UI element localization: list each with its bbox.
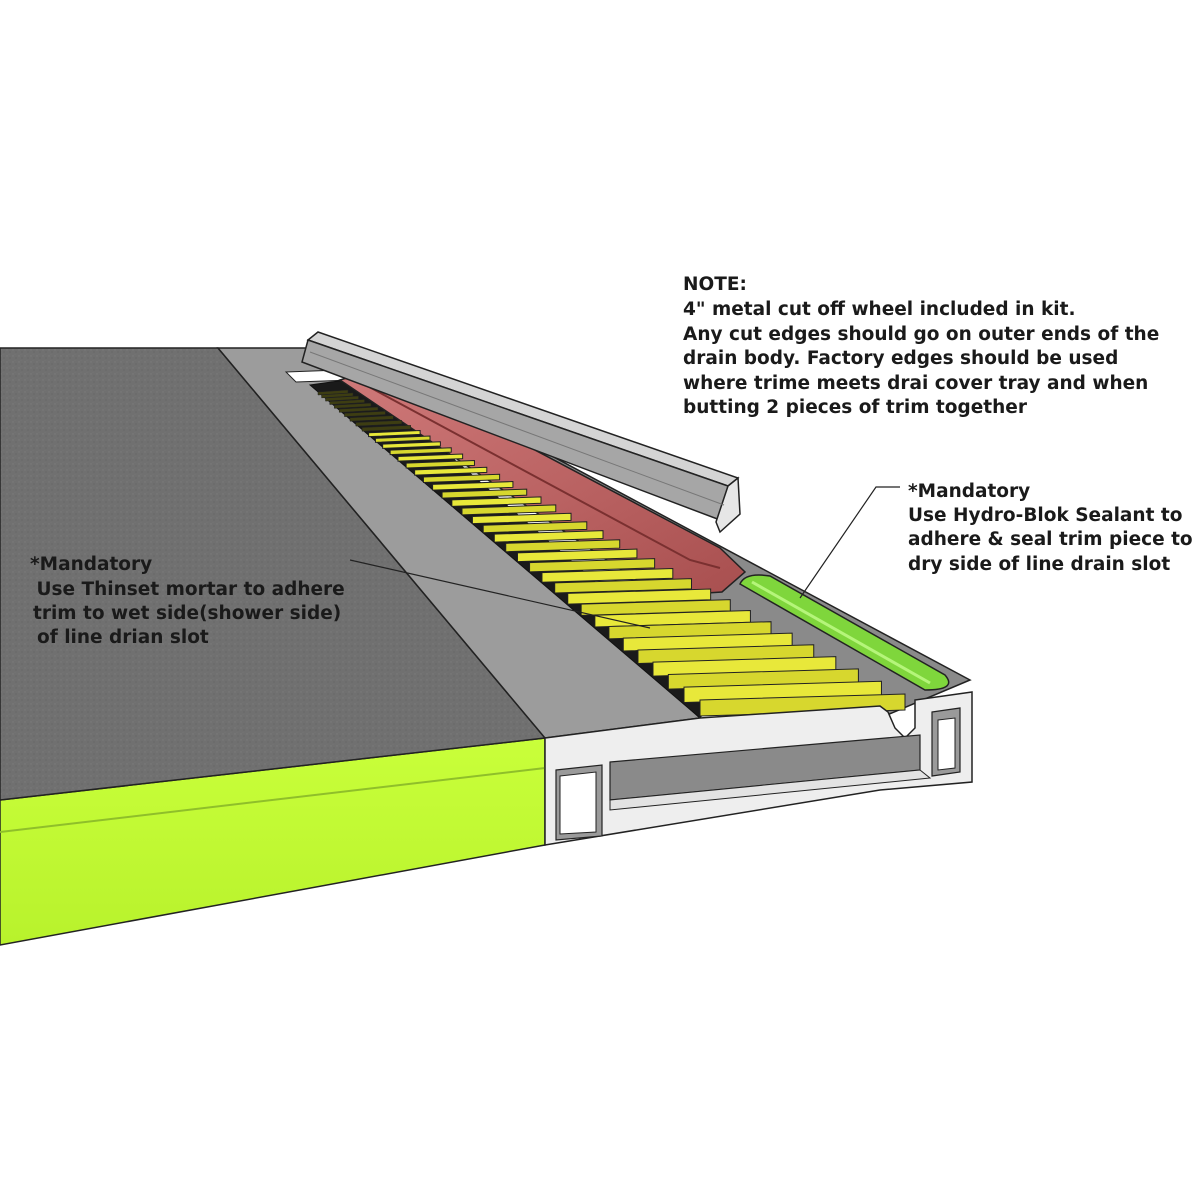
grate-bar (505, 539, 621, 553)
right-callout-line: dry side of line drain slot (908, 554, 1170, 575)
note-line: Any cut edges should go on outer ends of… (683, 324, 1159, 345)
grate-bar (355, 420, 403, 427)
grate-bar (361, 425, 411, 432)
leader-lines (349, 486, 900, 629)
grate-bar (389, 447, 452, 456)
right-callout-line: adhere & seal trim piece to (908, 529, 1193, 550)
right-callout-leader (799, 486, 900, 599)
grate-bar (414, 466, 488, 476)
note-line: drain body. Factory edges should be used (683, 348, 1118, 369)
left-callout-line: trim to wet side(shower side) (33, 603, 341, 624)
left-callout-leader (349, 559, 651, 629)
grate-bar (422, 473, 501, 484)
drain-grate (317, 389, 906, 717)
grate-bar (329, 399, 365, 405)
left-callout-line: of line drian slot (37, 627, 209, 648)
grate-bar (451, 496, 542, 507)
right-callout-line: Use Hydro-Blok Sealant to (908, 505, 1182, 526)
grate-bar (344, 410, 386, 417)
grate-bar (482, 521, 588, 534)
grate-bar (541, 568, 674, 583)
grate-bar (567, 588, 712, 605)
grate-bar (397, 453, 464, 462)
note-block: NOTE: 4" metal cut off wheel included in… (683, 274, 1166, 418)
left-callout-line: Use Thinset mortar to adhere (30, 579, 345, 600)
trim-piece (301, 331, 741, 534)
grate-bar (368, 430, 421, 438)
note-line: 4" metal cut off wheel included in kit. (683, 299, 1076, 320)
grate-bar (338, 406, 379, 413)
grate-bar (374, 435, 431, 443)
grate-bar (461, 504, 557, 516)
drain-profile (544, 691, 973, 846)
note-line: where trime meets drai cover tray and wh… (683, 373, 1148, 394)
thinset-ridge (359, 381, 721, 569)
left-callout-line: *Mandatory (30, 554, 152, 575)
grate-bar (441, 488, 528, 499)
grate-bar (334, 402, 372, 409)
grate-bar (432, 481, 514, 491)
grate-bar (493, 530, 604, 543)
grate-bar (554, 578, 692, 594)
grate-bar (471, 512, 572, 525)
note-line: butting 2 pieces of trim together (683, 397, 1028, 418)
grate-bar (516, 548, 638, 563)
grate-bar (349, 415, 394, 422)
grate-bar (321, 392, 354, 399)
foam-board-edge-line (0, 767, 546, 833)
note-line: NOTE: (683, 274, 747, 295)
grate-bar (382, 441, 441, 449)
grate-bar (529, 558, 656, 573)
left-callout: *Mandatory Use Thinset mortar to adhere … (0, 0, 377, 648)
right-callout-line: *Mandatory (908, 481, 1030, 502)
right-callout: *Mandatory Use Hydro-Blok Sealant to adh… (908, 481, 1199, 575)
sealant-bead-highlight (751, 580, 931, 685)
grate-bar (325, 395, 359, 402)
grate-bar (405, 459, 475, 469)
